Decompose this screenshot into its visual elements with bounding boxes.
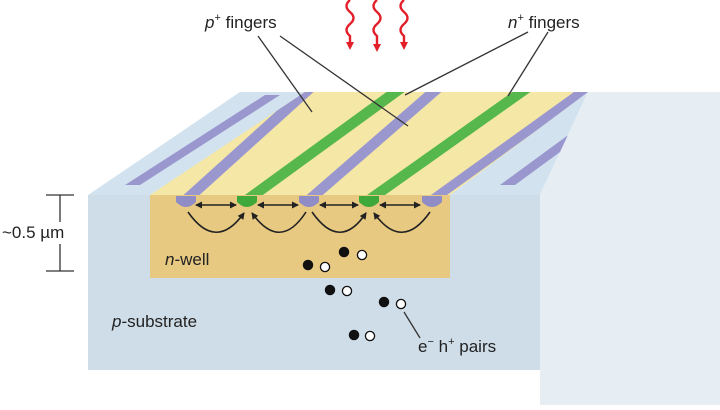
n-finger-2 xyxy=(360,92,536,195)
field-line-arc-4 xyxy=(373,211,431,234)
leader-lines xyxy=(257,31,549,339)
p-finger-2 xyxy=(301,92,446,195)
pairs-label: e− h+ pairs xyxy=(418,336,496,356)
n-well-label: n-well xyxy=(165,250,209,269)
carrier-pairs xyxy=(302,246,407,342)
n-contact-2 xyxy=(359,196,379,207)
open-circle-icon xyxy=(395,298,407,310)
leader-pairs xyxy=(403,311,421,339)
field-line-arc-3 xyxy=(311,211,367,234)
p-finger-3 xyxy=(424,92,588,195)
p-fingers-label: p+ fingers xyxy=(204,12,277,32)
n-fingers-label: n+ fingers xyxy=(508,12,580,32)
p-contact-3 xyxy=(422,196,442,207)
p-finger-1 xyxy=(178,92,318,195)
filled-circle-icon xyxy=(338,246,350,258)
depth-dimension xyxy=(46,194,74,272)
leader-p-fingers-2 xyxy=(279,35,409,127)
n-well-region xyxy=(150,195,450,278)
n-finger-1 xyxy=(238,92,410,195)
filled-circle-icon xyxy=(348,329,360,341)
wavy-arrow-icon xyxy=(345,0,355,50)
leader-p-fingers-1 xyxy=(257,35,313,113)
p-contact-2 xyxy=(299,196,319,207)
leader-n-fingers-1 xyxy=(404,31,529,96)
wavy-arrow-icon xyxy=(399,0,409,50)
filled-circle-icon xyxy=(324,284,336,296)
finger-contacts xyxy=(176,196,442,207)
n-contact-1 xyxy=(237,196,257,207)
p-substrate-label: p-substrate xyxy=(111,312,197,331)
filled-circle-icon xyxy=(378,296,390,308)
leader-n-fingers-2 xyxy=(507,31,549,97)
incident-light xyxy=(345,0,409,52)
depth-label: ~0.5 µm xyxy=(2,223,64,242)
open-circle-icon xyxy=(356,249,368,261)
field-line-arc-2 xyxy=(251,211,307,234)
field-line-arc-1 xyxy=(187,211,245,234)
open-circle-icon xyxy=(319,261,331,273)
open-circle-icon xyxy=(341,285,353,297)
filled-circle-icon xyxy=(302,259,314,271)
p-contact-1 xyxy=(176,196,196,207)
outer-strip-left xyxy=(125,95,280,185)
wavy-arrow-icon xyxy=(372,0,382,52)
side-face xyxy=(540,92,720,405)
field-lines xyxy=(187,201,431,234)
fingers xyxy=(178,92,588,195)
open-circle-icon xyxy=(364,330,376,342)
